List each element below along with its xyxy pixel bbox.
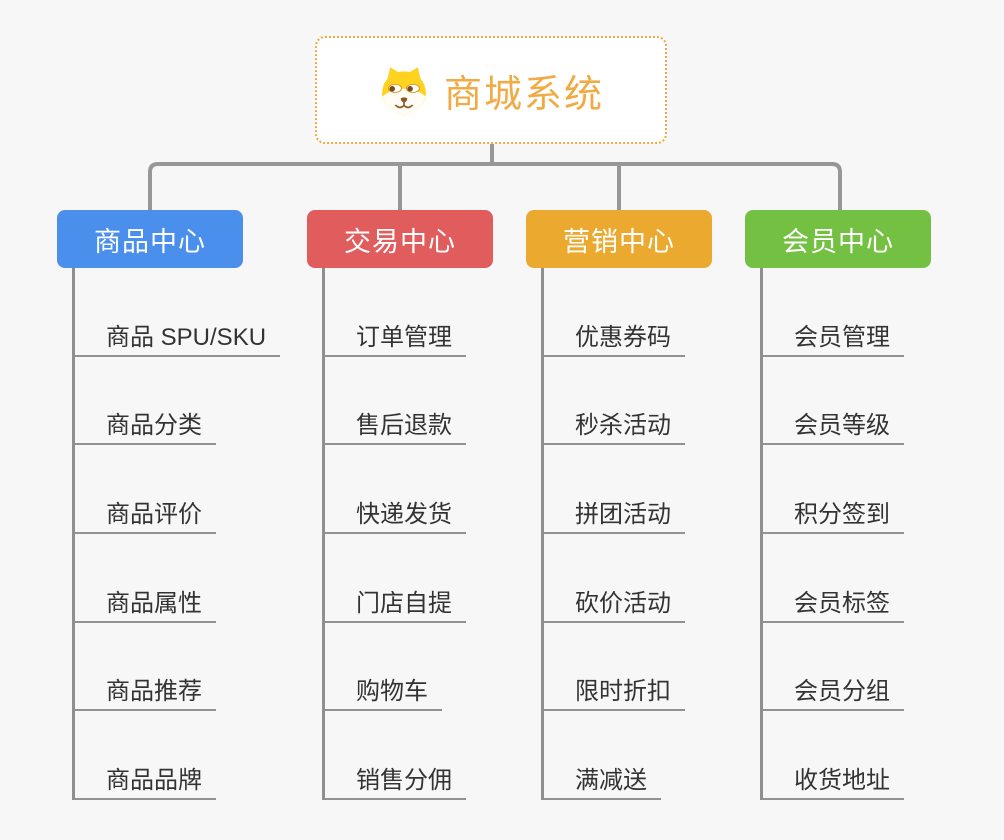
child-node[interactable]: 售后退款 [325, 357, 466, 446]
child-node[interactable]: 门店自提 [325, 534, 466, 623]
child-node[interactable]: 商品品牌 [75, 711, 216, 800]
child-node[interactable]: 会员等级 [763, 357, 904, 446]
branch-node-marketing[interactable]: 营销中心 [526, 210, 712, 268]
branch-column-members: 会员中心会员管理会员等级积分签到会员标签会员分组收货地址 [745, 210, 993, 800]
child-node[interactable]: 商品分类 [75, 357, 216, 446]
child-node[interactable]: 销售分佣 [325, 711, 466, 800]
child-node[interactable]: 限时折扣 [544, 623, 685, 712]
child-node[interactable]: 收货地址 [763, 711, 904, 800]
child-node[interactable]: 秒杀活动 [544, 357, 685, 446]
child-node[interactable]: 购物车 [325, 623, 442, 712]
child-node[interactable]: 会员分组 [763, 623, 904, 712]
branch-node-products[interactable]: 商品中心 [57, 210, 243, 268]
child-node[interactable]: 优惠券码 [544, 268, 685, 357]
child-list-marketing: 优惠券码秒杀活动拼团活动砍价活动限时折扣满减送 [541, 268, 774, 800]
child-node[interactable]: 积分签到 [763, 445, 904, 534]
child-node[interactable]: 会员标签 [763, 534, 904, 623]
child-node[interactable]: 拼团活动 [544, 445, 685, 534]
shiba-dog-icon [378, 64, 430, 116]
child-list-members: 会员管理会员等级积分签到会员标签会员分组收货地址 [760, 268, 993, 800]
branch-node-trade[interactable]: 交易中心 [307, 210, 493, 268]
child-list-trade: 订单管理售后退款快递发货门店自提购物车销售分佣 [322, 268, 555, 800]
branch-column-trade: 交易中心订单管理售后退款快递发货门店自提购物车销售分佣 [307, 210, 555, 800]
child-node[interactable]: 快递发货 [325, 445, 466, 534]
child-node[interactable]: 商品推荐 [75, 623, 216, 712]
child-node[interactable]: 商品评价 [75, 445, 216, 534]
child-node[interactable]: 商品属性 [75, 534, 216, 623]
root-node[interactable]: 商城系统 [315, 36, 667, 144]
child-node[interactable]: 砍价活动 [544, 534, 685, 623]
child-node[interactable]: 会员管理 [763, 268, 904, 357]
root-title: 商城系统 [443, 73, 604, 116]
branch-column-marketing: 营销中心优惠券码秒杀活动拼团活动砍价活动限时折扣满减送 [526, 210, 774, 800]
child-node[interactable]: 满减送 [544, 711, 661, 800]
branch-node-members[interactable]: 会员中心 [745, 210, 931, 268]
child-node[interactable]: 商品 SPU/SKU [75, 268, 281, 357]
child-node[interactable]: 订单管理 [325, 268, 466, 357]
